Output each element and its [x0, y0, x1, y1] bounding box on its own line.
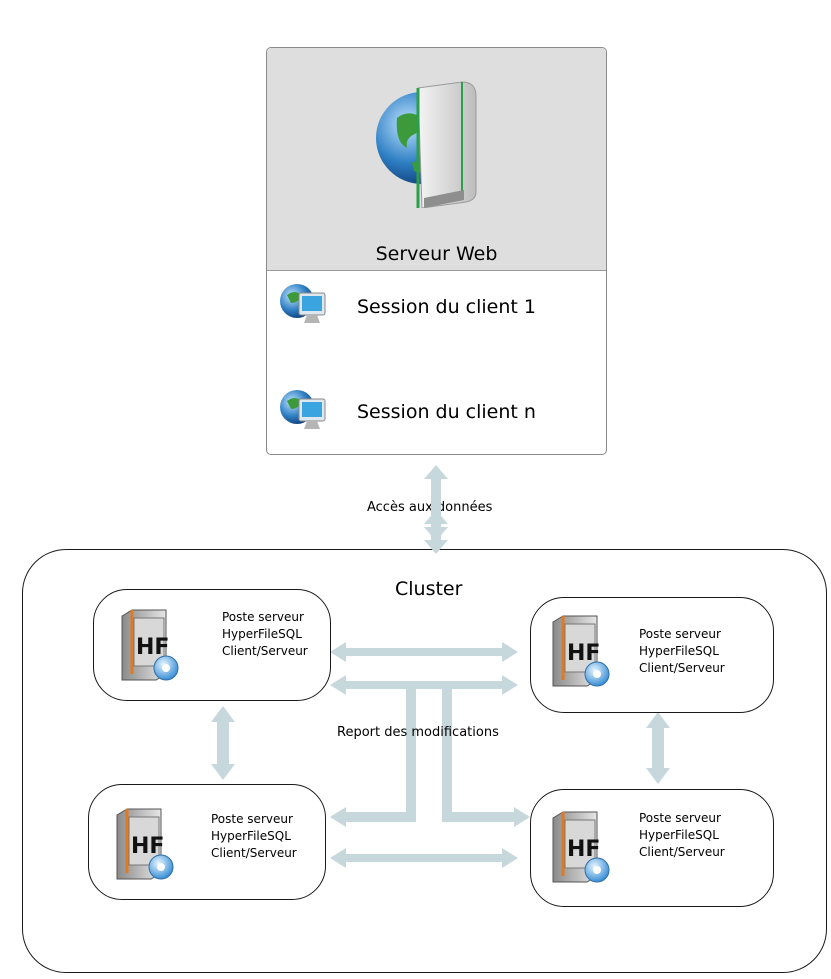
globe-server-icon	[376, 81, 477, 208]
report-arrow-right	[514, 807, 530, 827]
globe-monitor-icon	[280, 390, 326, 429]
report-arrow-left	[330, 807, 346, 827]
cluster-node-bottom-left: HF Poste serveur HyperFileSQL Client/Ser…	[88, 784, 326, 900]
globe-monitor-icon	[280, 284, 326, 323]
report-modifications-label: Report des modifications	[337, 725, 499, 740]
bottom-sync-arrow	[330, 848, 518, 868]
hyperfilesql-icon: HF	[552, 811, 610, 883]
web-server-title: Serveur Web	[375, 243, 498, 265]
hyperfilesql-icon: HF	[552, 615, 610, 687]
cluster-node-bottom-right: HF Poste serveur HyperFileSQL Client/Ser…	[530, 789, 774, 907]
top-sync-arrow-2	[330, 675, 518, 695]
cluster-title: Cluster	[395, 578, 463, 600]
node-label: Poste serveur HyperFileSQL Client/Serveu…	[222, 610, 308, 658]
data-access-label: Accès aux données	[367, 500, 493, 515]
data-access-arrow	[424, 465, 448, 541]
top-sync-arrow-1	[330, 642, 518, 662]
node-label: Poste serveur HyperFileSQL Client/Serveu…	[639, 811, 725, 859]
node-label: Poste serveur HyperFileSQL Client/Serveu…	[639, 627, 725, 675]
data-access-arrow-low	[424, 510, 448, 554]
web-server-header: Serveur Web	[267, 48, 606, 271]
web-server-box: Serveur Web Session du client 1 Session …	[266, 47, 607, 455]
session-client-n-label: Session du client n	[357, 401, 536, 423]
hyperfilesql-icon: HF	[116, 808, 174, 880]
right-sync-arrow	[646, 712, 670, 784]
node-label: Poste serveur HyperFileSQL Client/Serveu…	[211, 812, 297, 860]
cluster-node-top-left: HF Poste serveur HyperFileSQL Client/Ser…	[93, 589, 331, 701]
cluster-node-top-right: HF Poste serveur HyperFileSQL Client/Ser…	[530, 597, 774, 713]
left-sync-arrow	[211, 706, 235, 780]
cluster-box	[22, 549, 827, 973]
session-client-1-label: Session du client 1	[357, 296, 536, 318]
hyperfilesql-icon: HF	[121, 609, 179, 681]
